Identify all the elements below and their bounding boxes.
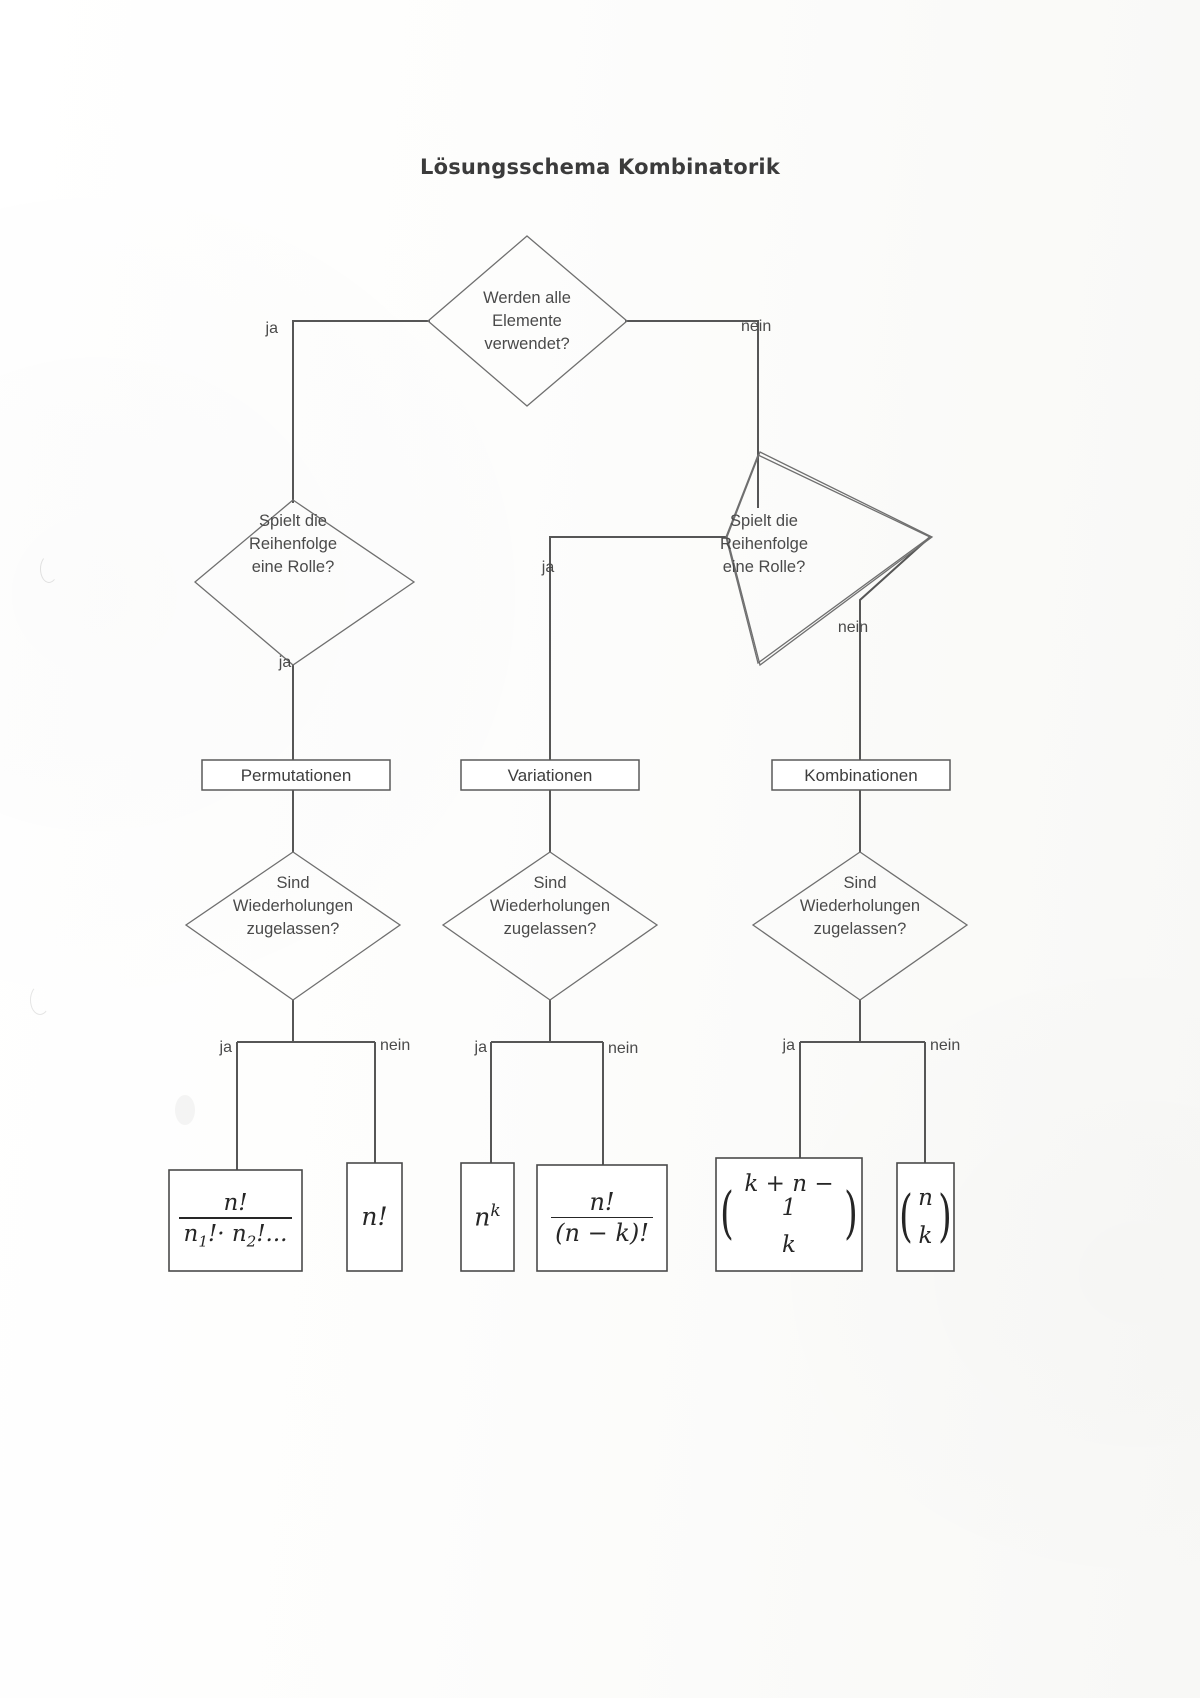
edge-order-right-to-kombinationen [859,536,931,760]
decision-root-line2: Elemente [492,312,562,330]
decision-root[interactable]: Werden alle Elemente verwendet? [427,235,629,407]
decision-order-left-line3: eine Rolle? [252,558,335,576]
decision-order-right-line1: Spielt die [730,512,798,530]
category-kombinationen-label: Kombinationen [804,766,917,785]
left-paren: ( [899,1183,913,1249]
formula-var-with-rep-base: n [474,1202,491,1232]
decision-repeat-mid[interactable]: Sind Wiederholungen zugelassen? [441,851,659,1001]
edge-label-repeat-left-no: nein [380,1037,410,1054]
formula-perm-no-rep: n! [347,1163,402,1271]
decision-root-line1: Werden alle [483,289,571,307]
edge-label-repeat-left-yes: ja [219,1039,233,1056]
decision-repeat-left-line3: zugelassen? [247,920,340,938]
formula-var-no-rep: n! (n − k)! [537,1165,667,1271]
edge-label-order-right-yes: ja [541,559,555,576]
formula-var-no-rep-numerator: n! [589,1187,615,1216]
decision-repeat-right-line2: Wiederholungen [800,897,920,915]
page-title: Lösungsschema Kombinatorik [420,155,780,179]
formula-komb-no-rep-top: n [918,1185,933,1212]
decision-repeat-right-line1: Sind [843,874,876,892]
formula-perm-no-rep-text: n! [361,1201,388,1231]
category-variationen-label: Variationen [508,766,593,785]
edge-order-right-to-variationen [549,536,727,760]
decision-repeat-right[interactable]: Sind Wiederholungen zugelassen? [751,851,969,1001]
edge-label-order-left-yes: ja [278,654,292,671]
formula-box-perm-with-rep[interactable] [168,1169,303,1272]
edge-label-repeat-right-yes: ja [782,1037,796,1054]
decision-order-right-line2: Reihenfolge [720,535,808,553]
edge-label-repeat-mid-no: nein [608,1040,638,1057]
edge-labels-layer: ja nein ja ja nein ja nein ja nein ja ne… [219,318,961,1057]
decision-repeat-left-line1: Sind [276,874,309,892]
formula-perm-with-rep-den-n: n [183,1220,199,1247]
edge-label-repeat-mid-yes: ja [474,1039,488,1056]
decision-repeat-left[interactable]: Sind Wiederholungen zugelassen? [184,851,402,1001]
decision-order-left-line1: Spielt die [259,512,327,530]
formula-perm-with-rep-den-mid: !· n [207,1220,247,1247]
fraction-bar [551,1216,653,1219]
formula-perm-with-rep-den-sub1: 1 [198,1232,208,1251]
decision-repeat-right-line3: zugelassen? [814,920,907,938]
formula-komb-with-rep: ( k + n − 1 k ) [716,1158,862,1271]
category-variationen[interactable]: Variationen [460,759,640,791]
formula-box-komb-with-rep[interactable] [715,1157,863,1272]
edge-label-root-yes: ja [265,320,279,337]
fraction-bar [179,1217,292,1219]
edge-root-to-order-right [625,320,759,508]
formula-komb-with-rep-bottom: k [782,1232,796,1259]
category-permutationen[interactable]: Permutationen [201,759,391,791]
decision-order-left[interactable]: Spielt die Reihenfolge eine Rolle? [193,499,416,666]
formula-perm-with-rep-den-tail: !... [256,1220,288,1247]
edge-label-order-right-no: nein [838,619,868,636]
formula-var-no-rep-denominator: (n − k)! [555,1219,649,1248]
left-paren: ( [720,1181,734,1247]
decision-repeat-mid-line3: zugelassen? [504,920,597,938]
decision-repeat-mid-line1: Sind [533,874,566,892]
edge-label-repeat-right-no: nein [930,1037,960,1054]
formula-box-perm-no-rep[interactable] [346,1162,403,1272]
formula-box-komb-no-rep[interactable] [896,1162,955,1272]
formula-perm-with-rep: n! n1!· n2!... [169,1170,302,1271]
formula-box-var-with-rep[interactable] [460,1162,515,1272]
formula-var-with-rep: nk [461,1163,514,1271]
decision-order-left-line2: Reihenfolge [249,535,337,553]
formula-komb-no-rep-bottom: k [918,1222,933,1249]
decision-order-right[interactable]: Spielt die Reihenfolge eine Rolle? [720,451,934,667]
category-kombinationen[interactable]: Kombinationen [771,759,951,791]
formula-komb-with-rep-top: k + n − 1 [744,1170,834,1221]
decision-root-line3: verwendet? [484,335,569,353]
formula-perm-with-rep-den-sub2: 2 [246,1232,257,1251]
edge-root-to-order-left [292,320,430,503]
edges-layer [236,320,931,1270]
right-paren: ) [938,1183,952,1249]
edge-label-root-no: nein [741,318,771,335]
right-paren: ) [844,1181,858,1247]
formula-perm-with-rep-numerator: n! [223,1189,248,1216]
decision-repeat-mid-line2: Wiederholungen [490,897,610,915]
decision-repeat-left-line2: Wiederholungen [233,897,353,915]
decision-order-right-line3: eine Rolle? [723,558,806,576]
formula-komb-no-rep: ( n k ) [897,1163,954,1271]
formula-var-with-rep-exponent: k [490,1201,501,1222]
category-permutationen-label: Permutationen [241,766,352,785]
